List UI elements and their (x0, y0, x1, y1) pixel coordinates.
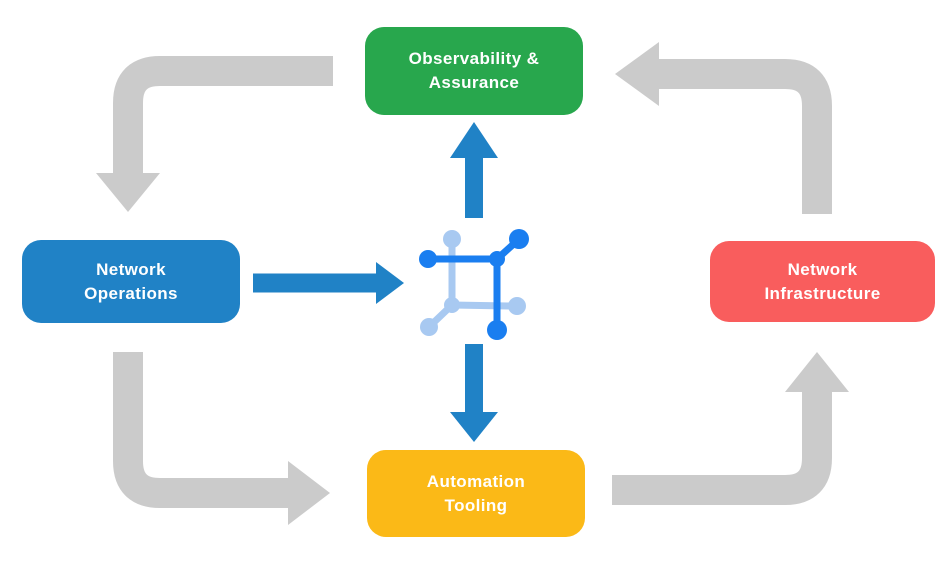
network-mesh-icon (419, 229, 529, 340)
arrowhead-up-icon (785, 352, 849, 392)
node-label: Network Infrastructure (764, 259, 881, 303)
node-observability-assurance: Observability & Assurance (365, 27, 583, 115)
node-label: Observability & Assurance (408, 49, 540, 92)
node-label: Network Operations (84, 259, 178, 303)
node-network-infrastructure: Network Infrastructure (710, 241, 935, 322)
node-label: Automation Tooling (426, 471, 526, 515)
cycle-arrow-operations-to-automation (113, 352, 330, 525)
arrowhead-left-icon (615, 42, 659, 106)
arrowhead-down-icon (450, 412, 498, 442)
cycle-arrow-automation-to-infrastructure (612, 352, 849, 505)
node-automation-tooling: Automation Tooling (367, 450, 585, 537)
flow-arrow-operations-to-center (253, 262, 404, 304)
flow-arrow-center-to-automation (450, 344, 498, 442)
flow-arrow-center-to-observability (450, 122, 498, 218)
arrowhead-down-icon (96, 173, 160, 212)
cycle-arrow-infrastructure-to-observability (615, 42, 832, 214)
arrowhead-right-icon (288, 461, 330, 525)
node-network-operations: Network Operations (22, 240, 240, 323)
arrowhead-up-icon (450, 122, 498, 158)
cycle-arrow-observability-to-operations (96, 56, 333, 212)
arrowhead-right-icon (376, 262, 404, 304)
